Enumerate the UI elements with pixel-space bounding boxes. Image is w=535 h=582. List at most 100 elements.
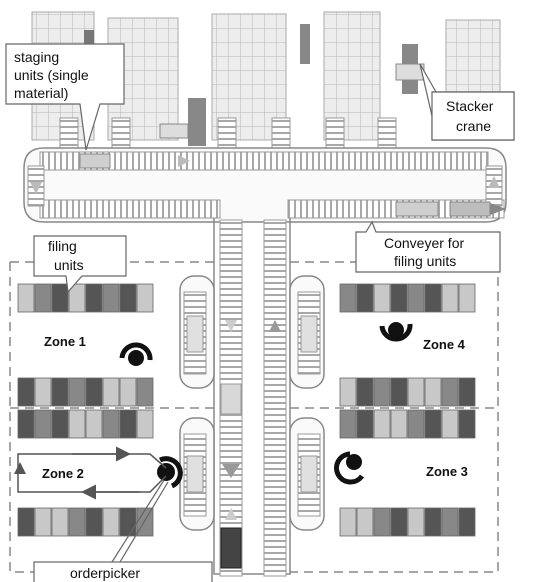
staged-item <box>449 201 491 217</box>
loop-conveyor <box>23 147 507 223</box>
bin <box>85 507 103 537</box>
bin <box>68 409 86 439</box>
conveyed-item <box>220 527 242 569</box>
bin <box>17 283 35 313</box>
bin <box>51 377 69 407</box>
callout-line: orderpicker <box>70 565 140 581</box>
bin <box>136 507 154 537</box>
bin <box>373 409 391 439</box>
zone-label: Zone 1 <box>44 334 86 349</box>
flow-arrow <box>30 182 42 194</box>
flow-arrow <box>178 155 190 167</box>
bin <box>339 283 357 313</box>
bin <box>17 377 35 407</box>
route-arrow <box>14 462 26 474</box>
bin <box>34 507 52 537</box>
conveyed-item <box>220 383 242 415</box>
orderpicker-zone2 <box>157 456 183 489</box>
bin <box>458 377 476 407</box>
bin <box>85 409 103 439</box>
callout-conveyer: Conveyer for filing units <box>355 220 501 273</box>
zone-label: Zone 4 <box>423 337 466 352</box>
callout-filing-units: filing units <box>33 235 127 294</box>
bin <box>51 507 69 537</box>
rack-entry <box>325 117 345 149</box>
callout-line: units (single <box>14 67 89 83</box>
bin <box>458 507 476 537</box>
bin <box>390 283 408 313</box>
bin <box>356 409 374 439</box>
bin <box>34 409 52 439</box>
bin <box>373 507 391 537</box>
rack-entries <box>59 117 397 149</box>
zone-label: Zone 2 <box>42 466 84 481</box>
bin <box>407 507 425 537</box>
bin <box>441 507 459 537</box>
bin <box>34 283 52 313</box>
staged-item <box>79 153 111 169</box>
pick-route <box>17 446 167 500</box>
bin <box>424 283 442 313</box>
flow-arrow <box>490 203 506 215</box>
bin <box>102 507 120 537</box>
callout-orderpicker: orderpicker <box>33 479 213 582</box>
flow-racks <box>17 283 476 537</box>
bin <box>441 283 459 313</box>
bin <box>85 377 103 407</box>
callout-line: filing <box>48 238 77 254</box>
bin <box>119 283 137 313</box>
crane-mast <box>188 98 206 146</box>
bin <box>85 283 103 313</box>
bin <box>441 377 459 407</box>
bin <box>407 377 425 407</box>
bin <box>441 409 459 439</box>
flow-arrow <box>488 176 500 188</box>
callout-staging-units: staging units (single material) <box>5 43 125 151</box>
bin <box>390 409 408 439</box>
bin <box>390 507 408 537</box>
callout-line: staging <box>14 49 59 65</box>
orderpicker-zone3 <box>334 451 365 485</box>
bin <box>68 377 86 407</box>
bin <box>102 377 120 407</box>
orderpicker-zone4 <box>379 322 413 342</box>
flow-arrow <box>269 320 281 332</box>
callout-line: Conveyer for <box>384 235 464 251</box>
flow-arrow <box>225 508 237 520</box>
bin <box>458 283 476 313</box>
bin <box>17 409 35 439</box>
rack-entry <box>217 117 237 149</box>
orderpicker-zone1 <box>119 342 153 366</box>
bin <box>119 377 137 407</box>
bin <box>424 377 442 407</box>
rack-entry <box>377 117 397 149</box>
staged-item <box>395 201 439 217</box>
bin <box>68 507 86 537</box>
bin <box>339 409 357 439</box>
bin <box>34 377 52 407</box>
callout-line: crane <box>456 118 491 134</box>
rack-entry <box>111 117 131 149</box>
crane-carriage <box>395 63 425 81</box>
bin <box>339 507 357 537</box>
bin <box>458 409 476 439</box>
flow-arrow <box>225 320 237 332</box>
bin <box>424 409 442 439</box>
bin <box>17 507 35 537</box>
rack-entry <box>271 117 291 149</box>
picking-loops <box>179 275 325 531</box>
bin <box>356 283 374 313</box>
flow-arrow <box>222 464 240 478</box>
bin <box>102 409 120 439</box>
bin <box>136 283 154 313</box>
bin <box>136 377 154 407</box>
callout-stacker-crane: Stacker crane <box>419 63 515 141</box>
rack-entry <box>59 117 79 149</box>
bin <box>51 409 69 439</box>
bin <box>339 377 357 407</box>
zone-label: Zone 3 <box>426 464 468 479</box>
bin <box>356 377 374 407</box>
bin <box>373 283 391 313</box>
